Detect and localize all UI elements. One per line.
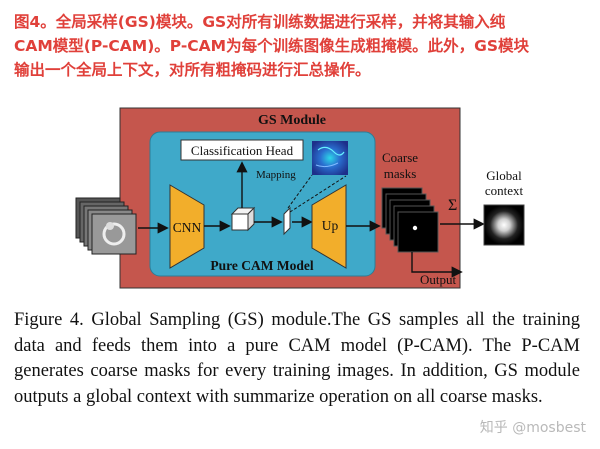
english-caption: Figure 4. Global Sampling (GS) module.Th…: [14, 310, 580, 407]
coarse-masks-stack: [381, 187, 439, 253]
global-context-label-line-2: context: [485, 183, 524, 198]
cnn-block: [169, 184, 205, 269]
mapping-label: Mapping: [256, 169, 296, 181]
feature-cube: [230, 206, 256, 232]
coarse-masks-label-line-2: masks: [384, 166, 417, 181]
global-context-image: [483, 204, 525, 246]
chinese-caption-line-1: 图4。全局采样(GS)模块。GS对所有训练数据进行采样，并将其输入纯: [14, 13, 506, 31]
cnn-label: CNN: [173, 220, 202, 235]
pure-cam-model-label: Pure CAM Model: [210, 258, 313, 273]
gs-module-title: GS Module: [258, 113, 326, 128]
summation-symbol: Σ: [448, 197, 457, 214]
chinese-caption-line-2: CAM模型(P-CAM)。P-CAM为每个训练图像生成粗掩模。此外，GS模块: [14, 37, 529, 55]
chinese-caption-line-3: 输出一个全局上下文，对所有粗掩码进行汇总操作。: [14, 61, 371, 79]
global-context-label-line-1: Global: [486, 168, 522, 183]
cam-feature-slab: [283, 206, 291, 236]
up-label: Up: [322, 218, 339, 233]
watermark: 知乎 @mosbest: [479, 420, 586, 436]
classification-head-label: Classification Head: [191, 143, 294, 158]
classification-head-box: [180, 139, 304, 161]
gs-module-diagram: GS Module Pure CAM Model Classification …: [75, 107, 525, 289]
coarse-masks-label-line-1: Coarse: [382, 150, 418, 165]
output-label: Output: [420, 272, 457, 287]
chinese-caption: 图4。全局采样(GS)模块。GS对所有训练数据进行采样，并将其输入纯 CAM模型…: [14, 10, 588, 82]
up-block: [311, 184, 347, 269]
input-image-stack: [75, 197, 137, 255]
mapping-heatmap-image: [312, 141, 348, 175]
